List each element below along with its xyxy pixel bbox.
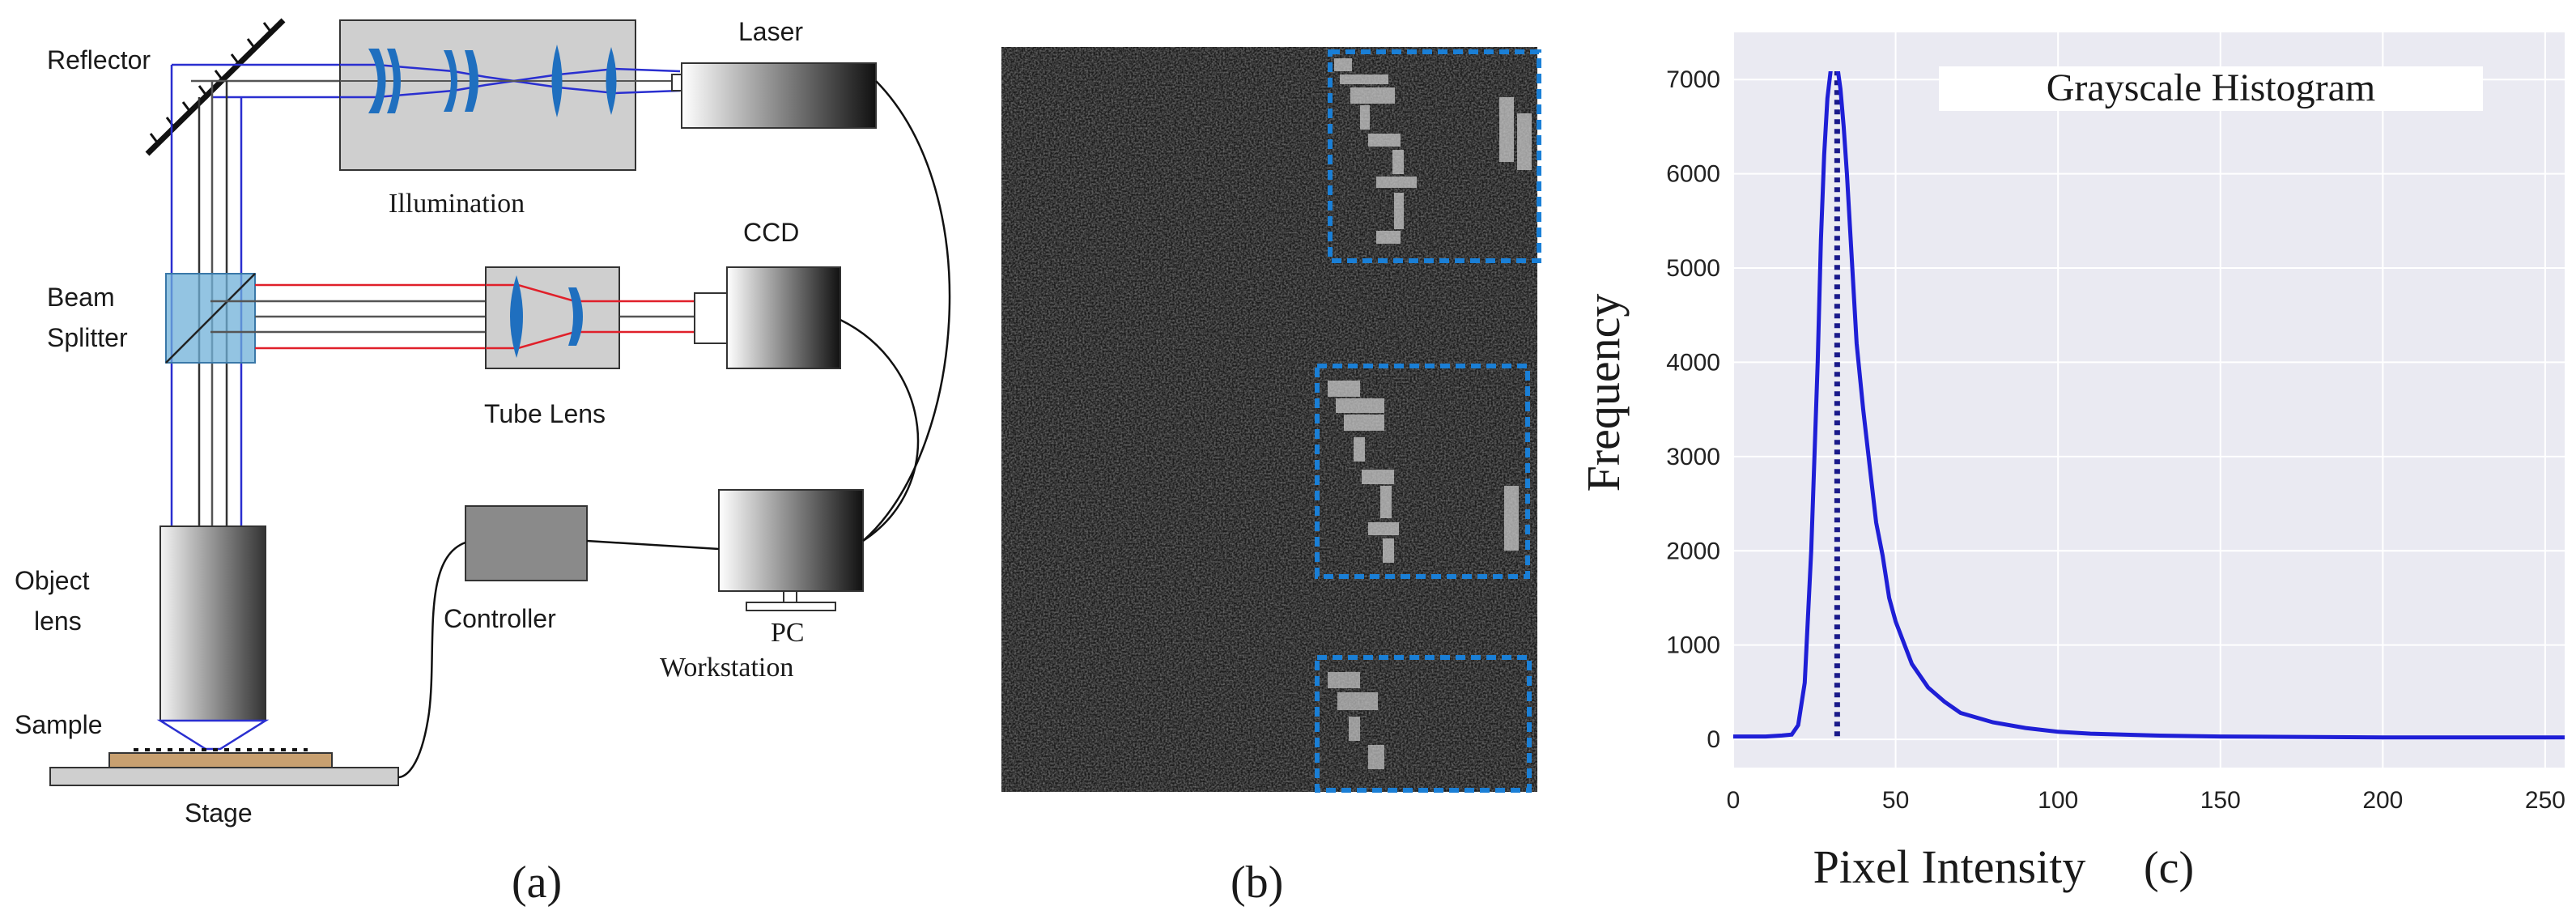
chart-title-box: Grayscale Histogram bbox=[1939, 66, 2483, 111]
y-tick-label: 7000 bbox=[1666, 66, 1720, 93]
reflector-label: Reflector bbox=[47, 45, 151, 74]
cables bbox=[397, 80, 951, 779]
controller-label: Controller bbox=[444, 604, 556, 633]
x-tick-label: 50 bbox=[1882, 787, 1909, 814]
micrograph-noise bbox=[1001, 47, 1537, 792]
pc-base bbox=[746, 602, 836, 611]
y-tick-label: 6000 bbox=[1666, 161, 1720, 188]
x-tick-label: 150 bbox=[2200, 787, 2241, 814]
tube-lens-box bbox=[485, 266, 620, 369]
ccd-body bbox=[726, 266, 841, 369]
beam-splitter-label-1: Beam bbox=[47, 283, 115, 312]
object-lens-body bbox=[159, 525, 266, 721]
y-tick-labels: 0 1000 2000 3000 4000 5000 6000 7000 bbox=[1666, 66, 1720, 753]
illumination-label: Illumination bbox=[389, 189, 525, 219]
sample-plate bbox=[108, 752, 333, 768]
roi-box-bottom bbox=[1315, 655, 1532, 793]
y-tick-label: 1000 bbox=[1666, 632, 1720, 659]
x-axis-label: Pixel Intensity bbox=[1813, 840, 2086, 893]
panel-b-image bbox=[1001, 47, 1541, 793]
chart-title: Grayscale Histogram bbox=[2047, 66, 2376, 109]
beam-splitter-label-2: Splitter bbox=[47, 323, 128, 352]
x-tick-label: 200 bbox=[2362, 787, 2403, 814]
y-tick-label: 5000 bbox=[1666, 255, 1720, 282]
y-tick-label: 2000 bbox=[1666, 538, 1720, 564]
x-tick-labels: 0 50 100 150 200 250 bbox=[1727, 787, 2565, 814]
panel-a-caption: (a) bbox=[512, 857, 562, 908]
sample-label: Sample bbox=[15, 710, 103, 739]
x-tick-label: 100 bbox=[2038, 787, 2078, 814]
pc-monitor bbox=[718, 489, 864, 592]
object-lens-label-1: Object bbox=[15, 566, 90, 595]
laser-body bbox=[681, 62, 877, 129]
y-axis-label: Frequency bbox=[1577, 294, 1630, 492]
y-tick-label: 3000 bbox=[1666, 444, 1720, 470]
histogram-series-line bbox=[1733, 71, 2565, 740]
imaging-beams bbox=[210, 283, 696, 350]
tube-lens-icons bbox=[510, 275, 583, 358]
x-tick-label: 250 bbox=[2525, 787, 2565, 814]
stage-label: Stage bbox=[185, 798, 253, 828]
illumination-lens-icons bbox=[368, 45, 617, 117]
panel-b-caption: (b) bbox=[1231, 857, 1283, 908]
pc-label: PC bbox=[771, 618, 805, 648]
roi-box-top bbox=[1328, 49, 1541, 263]
stage bbox=[49, 767, 399, 786]
pc-stand bbox=[783, 590, 797, 603]
panel-c-histogram: Grayscale Histogram 01000200030004000500… bbox=[1577, 32, 2565, 893]
y-tick-label: 0 bbox=[1707, 726, 1720, 753]
reflector-mirror bbox=[145, 18, 286, 156]
tube-lens-label: Tube Lens bbox=[484, 399, 606, 428]
x-tick-label: 0 bbox=[1727, 787, 1741, 814]
object-lens-tip bbox=[156, 719, 270, 751]
object-lens-label-2: lens bbox=[34, 606, 82, 636]
workstation-label: Workstation bbox=[660, 653, 793, 683]
laser-label: Laser bbox=[738, 17, 803, 46]
ccd-coupler bbox=[694, 292, 729, 344]
panel-c-caption: (c) bbox=[2144, 843, 2194, 893]
ccd-label: CCD bbox=[743, 218, 799, 247]
controller-box bbox=[465, 505, 588, 581]
y-tick-label: 4000 bbox=[1666, 349, 1720, 376]
panel-a-schematic: Reflector Illumination bbox=[15, 17, 951, 828]
plot-area bbox=[1733, 32, 2565, 768]
roi-box-middle bbox=[1315, 364, 1530, 579]
